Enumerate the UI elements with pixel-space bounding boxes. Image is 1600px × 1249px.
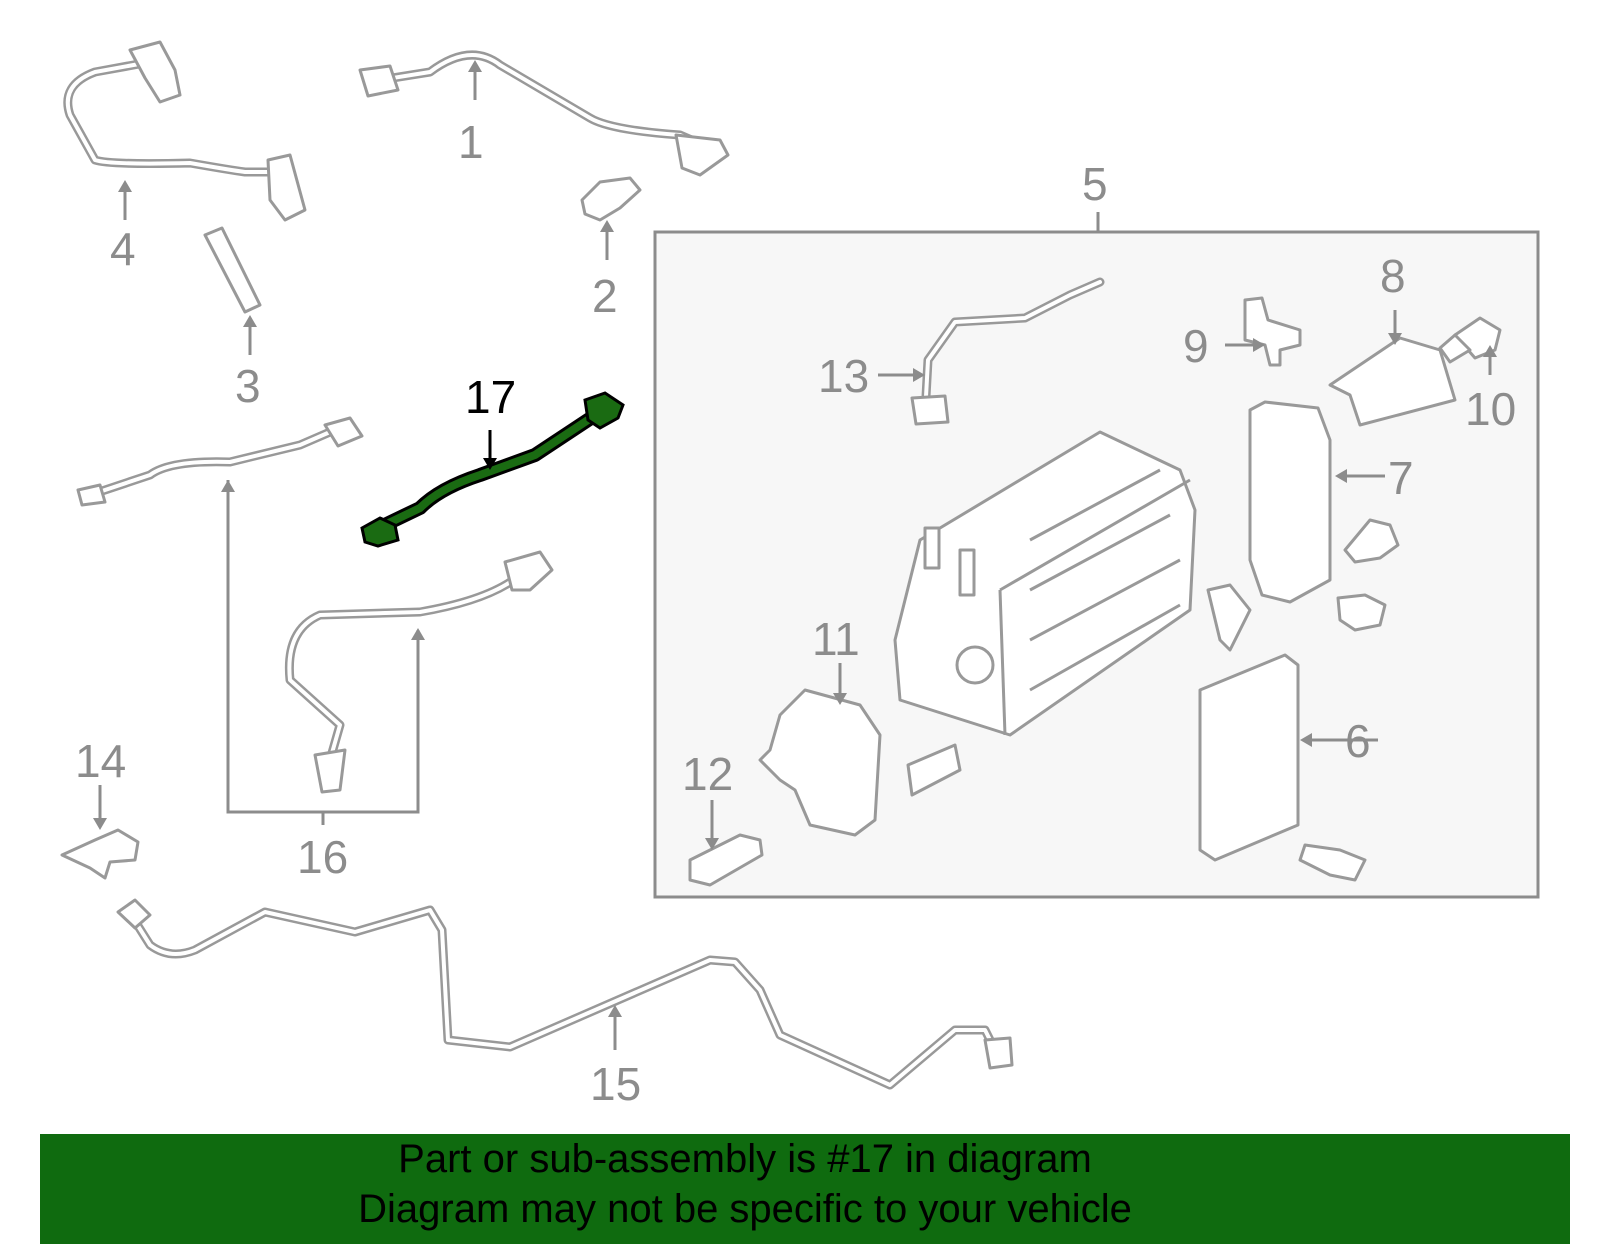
callout-8: 8 <box>1380 250 1406 302</box>
part-16-sensor-upper[interactable] <box>76 416 364 507</box>
banner-line-1: Part or sub-assembly is #17 in diagram <box>398 1137 1092 1181</box>
part-17-oxygen-sensor[interactable] <box>360 391 625 548</box>
part-3-connector[interactable] <box>203 226 262 314</box>
callout-10: 10 <box>1465 383 1516 435</box>
clip <box>1206 583 1252 652</box>
banner-line-2: Diagram may not be specific to your vehi… <box>358 1187 1132 1231</box>
part-4-hose[interactable] <box>63 40 307 222</box>
part-8-bracket[interactable] <box>1328 336 1457 427</box>
callout-3: 3 <box>235 360 261 412</box>
callout-9: 9 <box>1183 320 1209 372</box>
callout-4: 4 <box>110 223 136 275</box>
part-16-sensor-lower[interactable] <box>284 550 554 794</box>
callout-6: 6 <box>1345 715 1371 767</box>
part-5-canister[interactable] <box>893 430 1197 737</box>
callout-16: 16 <box>297 831 348 883</box>
part-13-tube[interactable] <box>910 277 1105 426</box>
part-12-sensor[interactable] <box>688 833 764 887</box>
part-15-line[interactable] <box>116 898 1014 1090</box>
callout-7: 7 <box>1388 452 1414 504</box>
bolt <box>1298 843 1367 882</box>
callout-2: 2 <box>592 270 618 322</box>
callout-11: 11 <box>812 613 860 665</box>
callout-12: 12 <box>682 748 733 800</box>
part-1-hose[interactable] <box>358 50 730 177</box>
part-7-bracket[interactable] <box>1248 400 1332 604</box>
nut <box>1336 593 1387 632</box>
callout-15: 15 <box>590 1058 641 1110</box>
part-11-valve[interactable] <box>758 688 882 837</box>
part-2-fitting[interactable] <box>580 176 642 222</box>
callout-13: 13 <box>818 350 869 402</box>
callout-14: 14 <box>75 735 126 787</box>
callout-5: 5 <box>1082 158 1108 210</box>
info-banner: Part or sub-assembly is #17 in diagram D… <box>40 1134 1570 1244</box>
leader-lines <box>93 60 1497 1050</box>
part-6-bracket[interactable] <box>1198 653 1300 862</box>
bolt <box>1343 518 1400 564</box>
block <box>906 743 962 797</box>
part-14-bracket[interactable] <box>60 828 140 880</box>
callout-17: 17 <box>465 371 516 423</box>
callout-1: 1 <box>458 116 484 168</box>
